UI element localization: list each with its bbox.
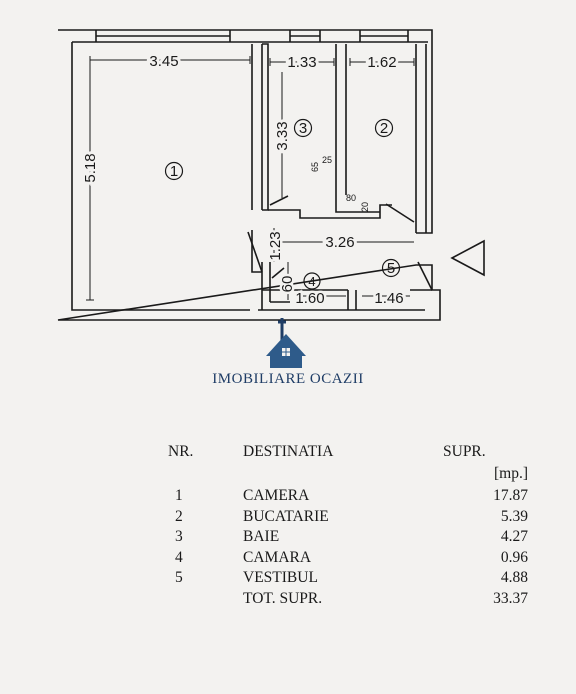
table-row: 1 CAMERA 17.87 (168, 486, 528, 507)
dim-small-25: 25 (322, 155, 332, 165)
house-logo-icon (266, 318, 306, 368)
dim-room1-width: 3.45 (149, 53, 178, 70)
dim-room3-height: 3.33 (274, 121, 291, 150)
table-total-row: TOT. SUPR. 33.37 (168, 589, 528, 610)
dim-room1-height: 5.18 (82, 153, 99, 182)
table-row: 5 VESTIBUL 4.88 (168, 568, 528, 589)
dim-small-65: 65 (310, 162, 320, 172)
outer-wall (57, 29, 441, 321)
dim-closet-width: 1.60 (295, 290, 324, 307)
wall-bath-bottom (268, 204, 392, 219)
brand-name: IMOBILIARE OCAZII (212, 371, 364, 387)
total-area: 33.37 (493, 589, 528, 607)
dim-hall-width: 3.26 (325, 234, 354, 251)
row-destination: CAMARA (243, 548, 312, 566)
dim-room3-width: 1.33 (287, 54, 316, 71)
dim-vestibule-width: 1.46 (374, 290, 403, 307)
dim-door-height: 1.23 (267, 231, 284, 260)
dim-small-80: 80 (346, 193, 356, 203)
room-5-number: 5 (387, 260, 395, 277)
table-unit-row: [mp.] (168, 462, 528, 486)
row-nr: 1 (175, 487, 183, 505)
room-3-circle (293, 118, 313, 138)
room-4-circle (303, 272, 321, 290)
floor-plan: 3.45 1.33 1.62 5.18 3.33 3.26 1.23 60 1.… (57, 29, 485, 321)
row-area: 0.96 (500, 548, 528, 566)
table-header-row: NR. DESTINATIA SUPR. (168, 442, 528, 462)
row-nr: 3 (175, 528, 183, 546)
wall-room2-right (415, 44, 427, 233)
dim-closet-height: 60 (279, 276, 296, 293)
room-1-circle (164, 161, 184, 181)
row-area: 4.27 (500, 528, 528, 546)
room-4-number: 4 (308, 274, 315, 289)
header-nr: NR. (168, 443, 194, 460)
table-row: 2 BUCATARIE 5.39 (168, 507, 528, 528)
inner-wall (71, 41, 428, 311)
row-nr: 5 (175, 569, 183, 587)
row-destination: CAMERA (243, 487, 310, 505)
row-nr: 2 (175, 507, 183, 525)
header-area: SUPR. (443, 443, 486, 460)
table-row: 3 BAIE 4.27 (168, 527, 528, 548)
row-area: 17.87 (493, 487, 528, 505)
door-entrance (417, 261, 433, 291)
room-1-number: 1 (170, 163, 178, 180)
row-area: 4.88 (500, 569, 528, 587)
header-destination: DESTINATIA (243, 443, 334, 460)
room-2-circle (374, 118, 394, 138)
dim-room2-width: 1.62 (367, 54, 396, 71)
room-2-number: 2 (380, 120, 388, 137)
triangle-arrow-icon (450, 239, 485, 277)
row-nr: 4 (175, 548, 183, 566)
door-room1 (247, 231, 263, 273)
door-bath (269, 195, 289, 206)
wall-closet (261, 262, 357, 310)
wall-room3-right (335, 44, 347, 205)
row-destination: BAIE (243, 528, 280, 546)
room-3-number: 3 (299, 120, 307, 137)
room-5-circle (381, 258, 401, 278)
wall-room1-right (251, 44, 263, 210)
row-area: 5.39 (500, 507, 528, 525)
unit-label: [mp.] (493, 465, 528, 482)
row-destination: VESTIBUL (243, 569, 318, 587)
dim-small-20: 20 (360, 202, 370, 212)
door-kitchen (385, 203, 415, 223)
door-closet (271, 267, 285, 279)
area-table: NR. DESTINATIA SUPR. [mp.] 1 CAMERA 17.8… (168, 442, 528, 609)
total-label: TOT. SUPR. (243, 589, 323, 607)
row-destination: BUCATARIE (243, 507, 329, 525)
table-row: 4 CAMARA 0.96 (168, 548, 528, 569)
